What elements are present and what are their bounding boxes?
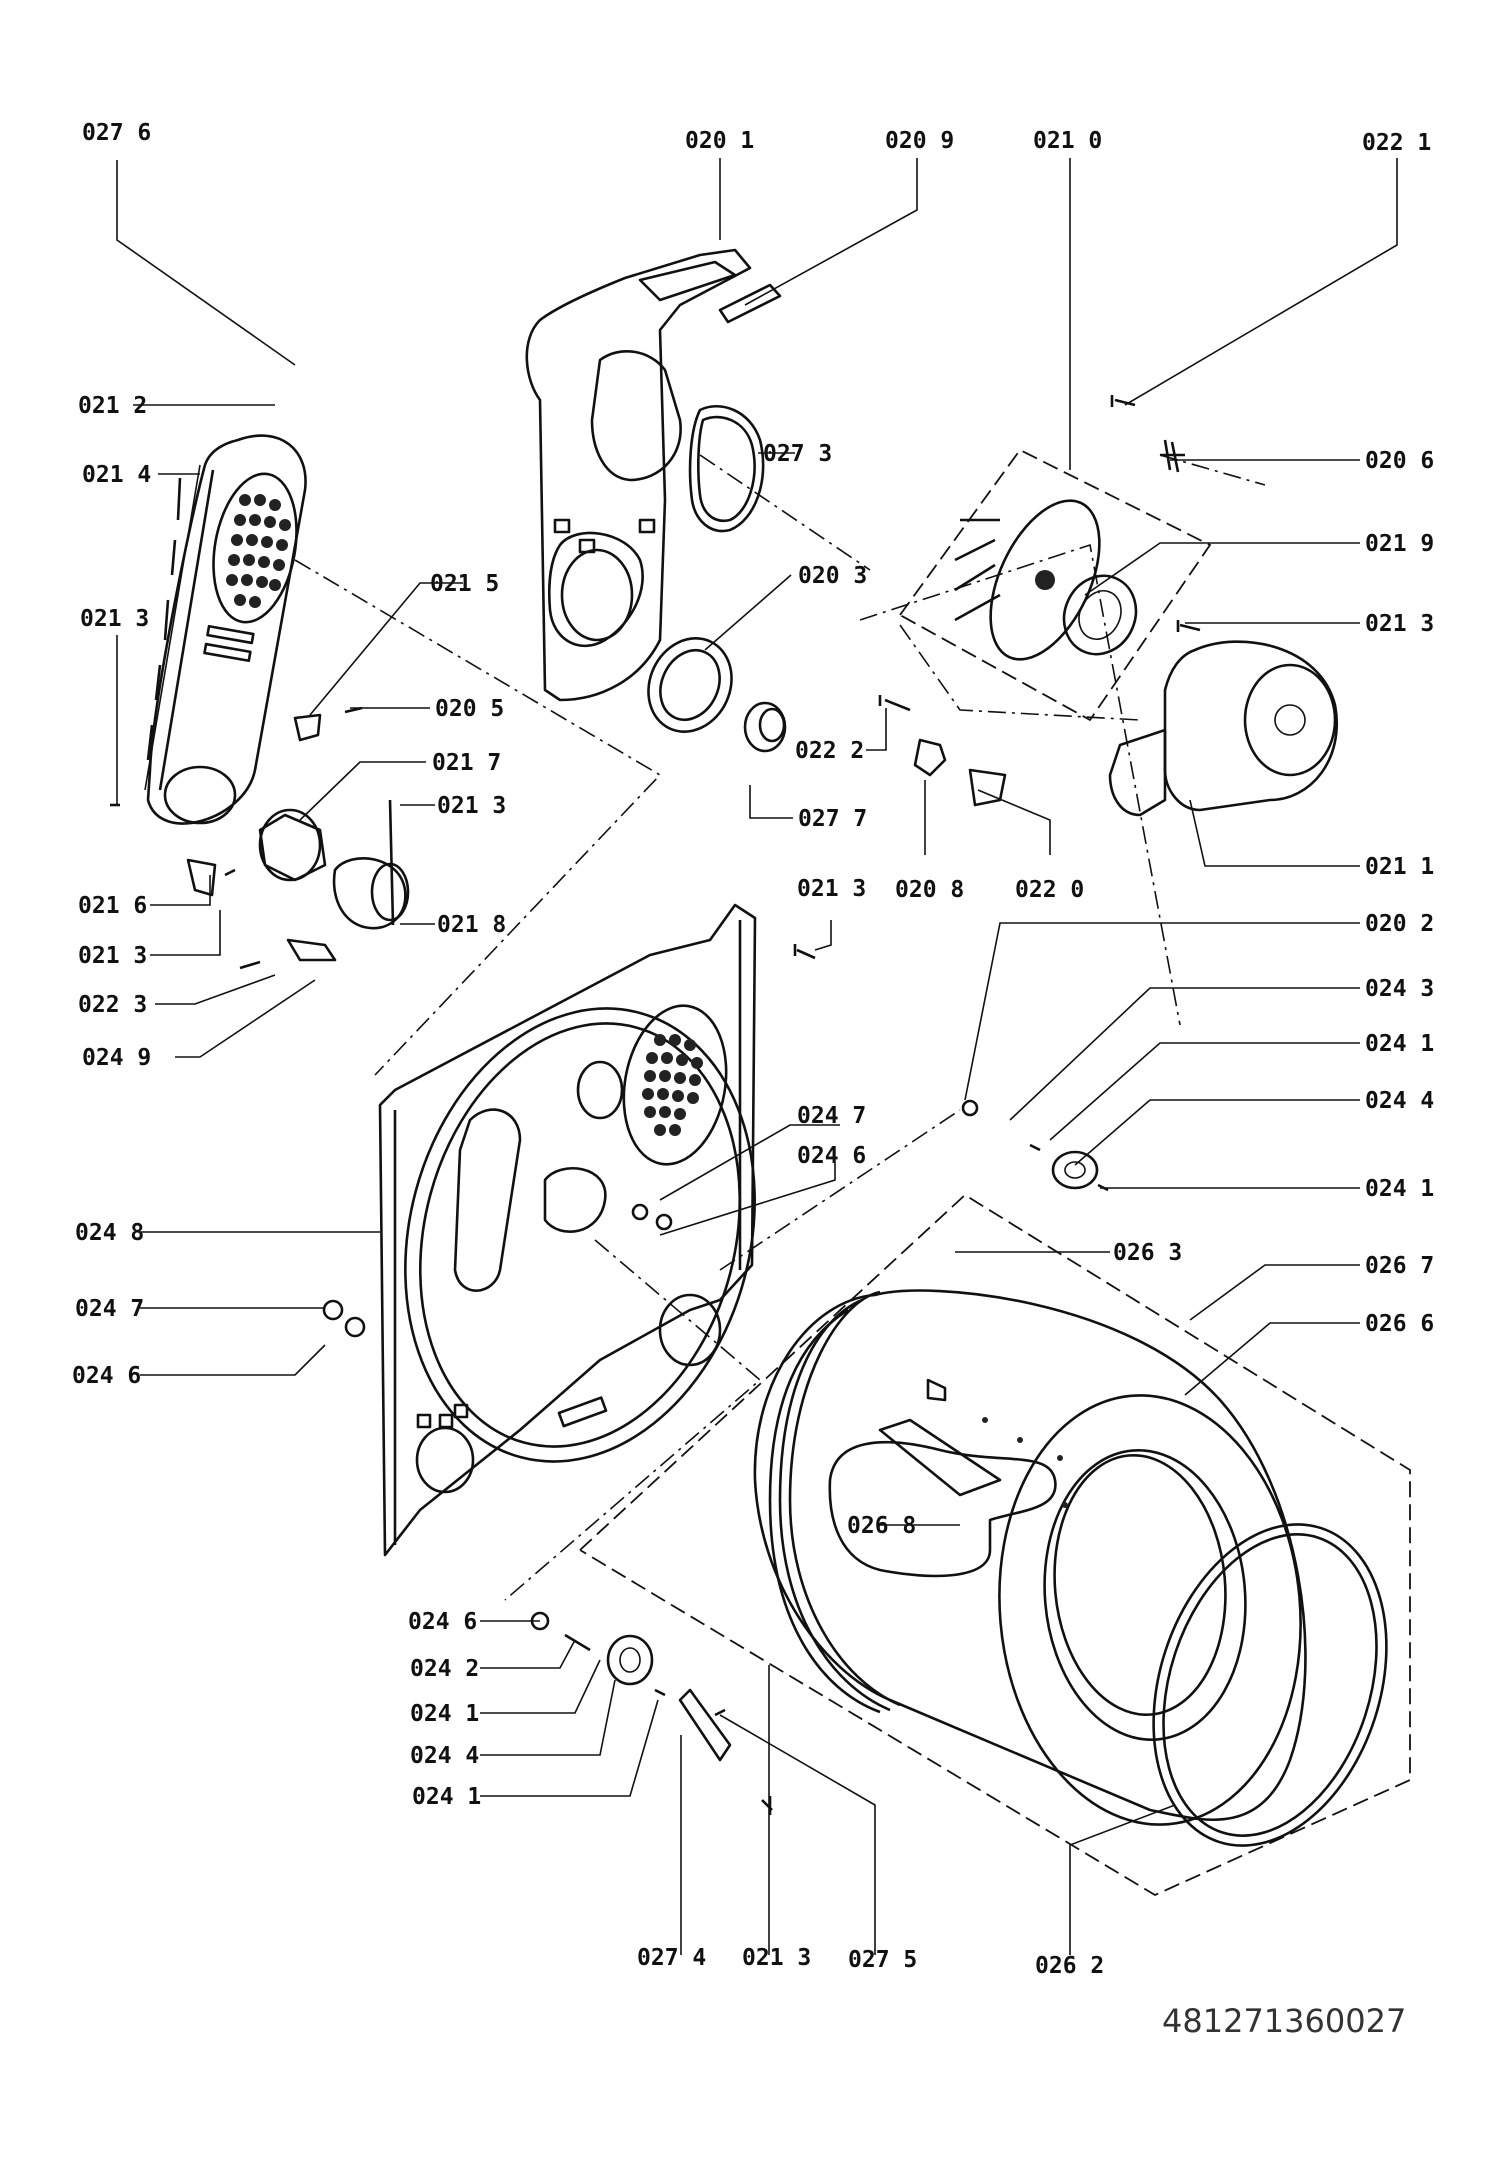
leader-lines (116, 158, 1398, 1955)
callout-0262: 026 2 (1035, 1953, 1104, 1979)
callout-0247b: 024 7 (75, 1296, 144, 1322)
duct-seal-part (718, 283, 782, 324)
construction-lines (294, 454, 1411, 1897)
heater-grille-pattern (226, 494, 291, 608)
callout-0220: 022 0 (1015, 877, 1084, 903)
callout-0241b: 024 1 (1365, 1176, 1434, 1202)
fan-assembly-box (898, 448, 1212, 722)
callout-0216: 021 6 (78, 893, 147, 919)
callout-0219: 021 9 (1365, 531, 1434, 557)
fan-pulley-part (1062, 574, 1138, 656)
callout-0222: 022 2 (795, 738, 864, 764)
callout-0213b: 021 3 (1365, 611, 1434, 637)
callout-0205: 020 5 (435, 696, 504, 722)
callout-0244a: 024 4 (1365, 1088, 1434, 1114)
callout-0242: 024 2 (410, 1656, 479, 1682)
callout-0267: 026 7 (1365, 1253, 1434, 1279)
callout-0243: 024 3 (1365, 976, 1434, 1002)
front-panel-hardware (322, 944, 816, 1338)
callout-0209: 020 9 (885, 128, 954, 154)
callout-0246c: 024 6 (408, 1609, 477, 1635)
callout-0246b: 024 6 (72, 1363, 141, 1389)
front-panel-part (378, 903, 757, 1557)
callout-0202: 020 2 (1365, 911, 1434, 937)
front-grille-pattern (642, 1034, 703, 1136)
callout-0213d: 021 3 (78, 943, 147, 969)
callout-0208: 020 8 (895, 877, 964, 903)
callout-0212: 021 2 (78, 393, 147, 419)
heater-small-parts (110, 706, 410, 970)
gasket-part (688, 405, 765, 533)
callout-0241a: 024 1 (1365, 1031, 1434, 1057)
bearing-part (743, 701, 787, 753)
callout-0217: 021 7 (432, 750, 501, 776)
callout-0263: 026 3 (1113, 1240, 1182, 1266)
callout-0273: 027 3 (763, 441, 832, 467)
callout-0276: 027 6 (82, 120, 151, 146)
callout-0275: 027 5 (848, 1947, 917, 1973)
filter-ring-part (647, 637, 733, 733)
callout-0213c: 021 3 (437, 793, 506, 819)
callout-0215: 021 5 (430, 571, 499, 597)
callout-0213e: 021 3 (797, 876, 866, 902)
callout-0210: 021 0 (1033, 128, 1102, 154)
screw-parts-top-right (878, 395, 1201, 807)
callout-0246a: 024 6 (797, 1143, 866, 1169)
callout-0218: 021 8 (437, 912, 506, 938)
callout-0274: 027 4 (637, 1945, 706, 1971)
heater-cover-part (144, 434, 307, 825)
callout-0277: 027 7 (798, 806, 867, 832)
callout-0244b: 024 4 (410, 1743, 479, 1769)
motor-part (1108, 640, 1338, 817)
drum-part (753, 1289, 1307, 1826)
door-seal-part (1152, 1523, 1388, 1847)
callout-labels: 027 6 020 1 020 9 021 0 022 1 021 2 021 … (72, 120, 1434, 1979)
callout-0266: 026 6 (1365, 1311, 1434, 1337)
callout-0203: 020 3 (798, 563, 867, 589)
callout-0213a: 021 3 (80, 606, 149, 632)
callout-0206: 020 6 (1365, 448, 1434, 474)
callout-0268: 026 8 (847, 1513, 916, 1539)
callout-0249: 024 9 (82, 1045, 151, 1071)
callout-0247a: 024 7 (797, 1103, 866, 1129)
air-duct-panel-part (525, 248, 752, 702)
callout-0241d: 024 1 (412, 1784, 481, 1810)
callout-0211: 021 1 (1365, 854, 1434, 880)
rear-bearing-set (961, 1099, 1109, 1192)
callout-0241c: 024 1 (410, 1701, 479, 1727)
document-number: 481271360027 (1162, 2002, 1406, 2040)
callout-0213f: 021 3 (742, 1945, 811, 1971)
callout-0221: 022 1 (1362, 130, 1431, 156)
callout-0214: 021 4 (82, 462, 151, 488)
bottom-bearing-chain (530, 1611, 773, 1815)
callout-0223: 022 3 (78, 992, 147, 1018)
callout-0201: 020 1 (685, 128, 754, 154)
callout-0248: 024 8 (75, 1220, 144, 1246)
